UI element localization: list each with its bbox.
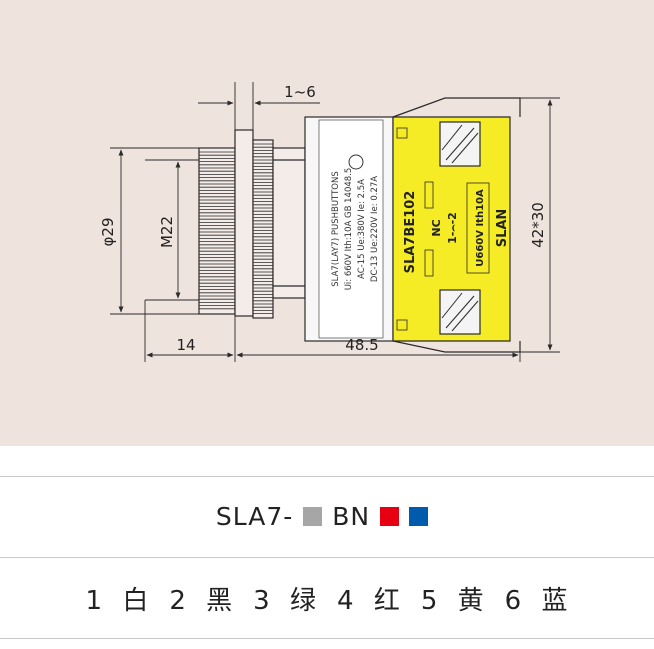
dimension-drawing: SLA7(LAY7) PUSHBUTTONS Ui: 660V Ith:10A … xyxy=(99,82,560,362)
dim-body-size: 42*30 xyxy=(529,202,547,248)
contact-block xyxy=(392,97,521,353)
color-code-4: 4 红 xyxy=(337,585,401,616)
dim-front-length: 14 xyxy=(176,336,195,354)
color-code-2: 2 黑 xyxy=(169,585,234,616)
dimension-lines xyxy=(110,82,560,362)
color-code-6: 6 蓝 xyxy=(504,585,569,616)
dimension-labels: 1~6 φ29 M22 14 48.5 42*30 xyxy=(99,83,547,354)
certification-mark-icon xyxy=(348,154,364,170)
swatch-grey xyxy=(303,506,323,526)
divider-middle xyxy=(0,557,654,558)
body-label-line1: SLA7(LAY7) PUSHBUTTONS xyxy=(331,171,341,286)
switch-body xyxy=(304,116,394,342)
model-suffix: BN xyxy=(332,501,371,531)
color-code-5: 5 黄 xyxy=(420,585,485,616)
color-code-row: 1 白 2 黑 3 绿 4 红 5 黄 6 蓝 xyxy=(0,558,654,638)
terminal-screw-top-icon xyxy=(439,121,481,167)
divider-bottom xyxy=(0,638,654,639)
terminal-screw-bottom-icon xyxy=(439,289,481,335)
contact-type: NC xyxy=(430,219,443,236)
dim-diameter: φ29 xyxy=(99,218,117,247)
swatch-blue xyxy=(409,506,429,526)
model-code-row: SLA7- BN xyxy=(0,476,654,556)
body-label-line4: DC-13 Ue:220V Ie: 0.27A xyxy=(370,176,380,282)
swatch-red xyxy=(380,506,400,526)
dim-panel-gap: 1~6 xyxy=(284,83,316,101)
contact-brand: SLAN xyxy=(495,209,510,248)
contact-block-label: SLA7BE102 NC 1-⌢-2 U660V Ith10A SLAN xyxy=(403,189,510,273)
dimension-drawing-panel: SLA7(LAY7) PUSHBUTTONS Ui: 660V Ith:10A … xyxy=(0,0,654,446)
contact-terminals: 1-⌢-2 xyxy=(446,212,459,244)
contact-rating: U660V Ith10A xyxy=(475,189,486,267)
color-code-1: 1 白 xyxy=(85,585,150,616)
model-prefix: SLA7- xyxy=(215,501,294,531)
body-label: SLA7(LAY7) PUSHBUTTONS Ui: 660V Ith:10A … xyxy=(331,168,380,291)
body-label-line3: AC-15 Ue:380V Ie: 2.5A xyxy=(357,179,367,279)
dim-thread: M22 xyxy=(158,216,176,248)
body-label-line2: Ui: 660V Ith:10A GB 14048.5 xyxy=(344,168,354,291)
contact-model: SLA7BE102 xyxy=(403,191,418,274)
dim-body-length: 48.5 xyxy=(345,336,378,354)
color-code-3: 3 绿 xyxy=(253,585,317,616)
front-bezel xyxy=(198,129,306,319)
divider-top xyxy=(0,476,654,477)
